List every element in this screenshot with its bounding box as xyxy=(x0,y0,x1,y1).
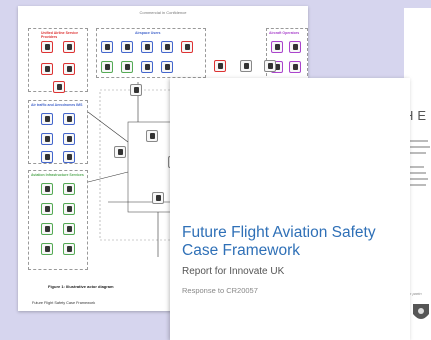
group-box-atm: Air traffic and Aerodromes IMS xyxy=(28,100,88,164)
group-icon xyxy=(264,60,276,72)
phone-icon xyxy=(240,60,252,72)
controller-icon xyxy=(41,63,53,75)
page-footer: Future Flight Safety Case Framework xyxy=(32,301,96,305)
system-icon xyxy=(146,130,158,142)
database-icon xyxy=(152,192,164,204)
satellite-icon xyxy=(41,203,53,215)
antenna-icon xyxy=(41,183,53,195)
address-line xyxy=(408,152,426,154)
cover-page: Future Flight Aviation Safety Case Frame… xyxy=(170,78,410,340)
network-icon xyxy=(289,61,301,73)
rocket-icon xyxy=(181,41,193,53)
plane-icon xyxy=(114,146,126,158)
crest-icon xyxy=(413,304,429,319)
alert-icon xyxy=(214,60,226,72)
charging-icon xyxy=(63,243,75,255)
report-title: Future Flight Aviation Safety Case Frame… xyxy=(182,224,376,259)
engineer-icon xyxy=(63,63,75,75)
data-icon xyxy=(41,223,53,235)
weather-icon xyxy=(63,183,75,195)
tower-icon xyxy=(41,113,53,125)
hub-icon xyxy=(130,84,142,96)
group-label-uasp: Unified Airline Service Providers xyxy=(41,31,79,39)
service-icon xyxy=(53,81,65,93)
group-label-operators: Aircraft Operators xyxy=(269,31,300,35)
group-label-airspace: Airspace Users xyxy=(135,31,161,35)
address-line xyxy=(408,146,430,148)
quadcopter-icon xyxy=(141,41,153,53)
report-reference: Response to CR20057 xyxy=(182,286,258,295)
helicopter-icon xyxy=(121,41,133,53)
parachute-icon xyxy=(141,61,153,73)
atc-icon xyxy=(63,113,75,125)
group-box-infra: Aviation Infrastructure Services xyxy=(28,170,88,270)
balloon-icon xyxy=(101,61,113,73)
airport-icon xyxy=(63,133,75,145)
jet-icon xyxy=(161,61,173,73)
comms-icon xyxy=(63,223,75,235)
radar-icon xyxy=(41,133,53,145)
report-subtitle: Report for Innovate UK xyxy=(182,266,285,277)
address-line xyxy=(408,166,424,168)
partner-label: In partn xyxy=(408,291,422,296)
group-box-airspace: Airspace Users xyxy=(96,28,206,78)
address-line xyxy=(408,184,426,186)
drone-icon xyxy=(101,41,113,53)
screen-icon xyxy=(41,151,53,163)
fleet-icon xyxy=(289,41,301,53)
crew-icon xyxy=(271,41,283,53)
fuel-icon xyxy=(41,243,53,255)
group-label-atm: Air traffic and Aerodromes IMS xyxy=(31,103,83,107)
pilot-icon xyxy=(41,41,53,53)
address-line xyxy=(408,172,426,174)
group-box-uasp: Unified Airline Service Providers xyxy=(28,28,88,93)
confidentiality-header: Commercial in Confidence xyxy=(139,10,187,15)
address-line xyxy=(408,140,428,142)
navaid-icon xyxy=(63,203,75,215)
aircraft-icon xyxy=(161,41,173,53)
figure-caption: Figure 1: Illustrative actor diagram xyxy=(48,284,114,289)
operator-icon xyxy=(63,41,75,53)
address-line xyxy=(408,178,428,180)
group-label-infra: Aviation Infrastructure Services xyxy=(31,173,84,177)
glider-icon xyxy=(121,61,133,73)
monitor-icon xyxy=(63,151,75,163)
